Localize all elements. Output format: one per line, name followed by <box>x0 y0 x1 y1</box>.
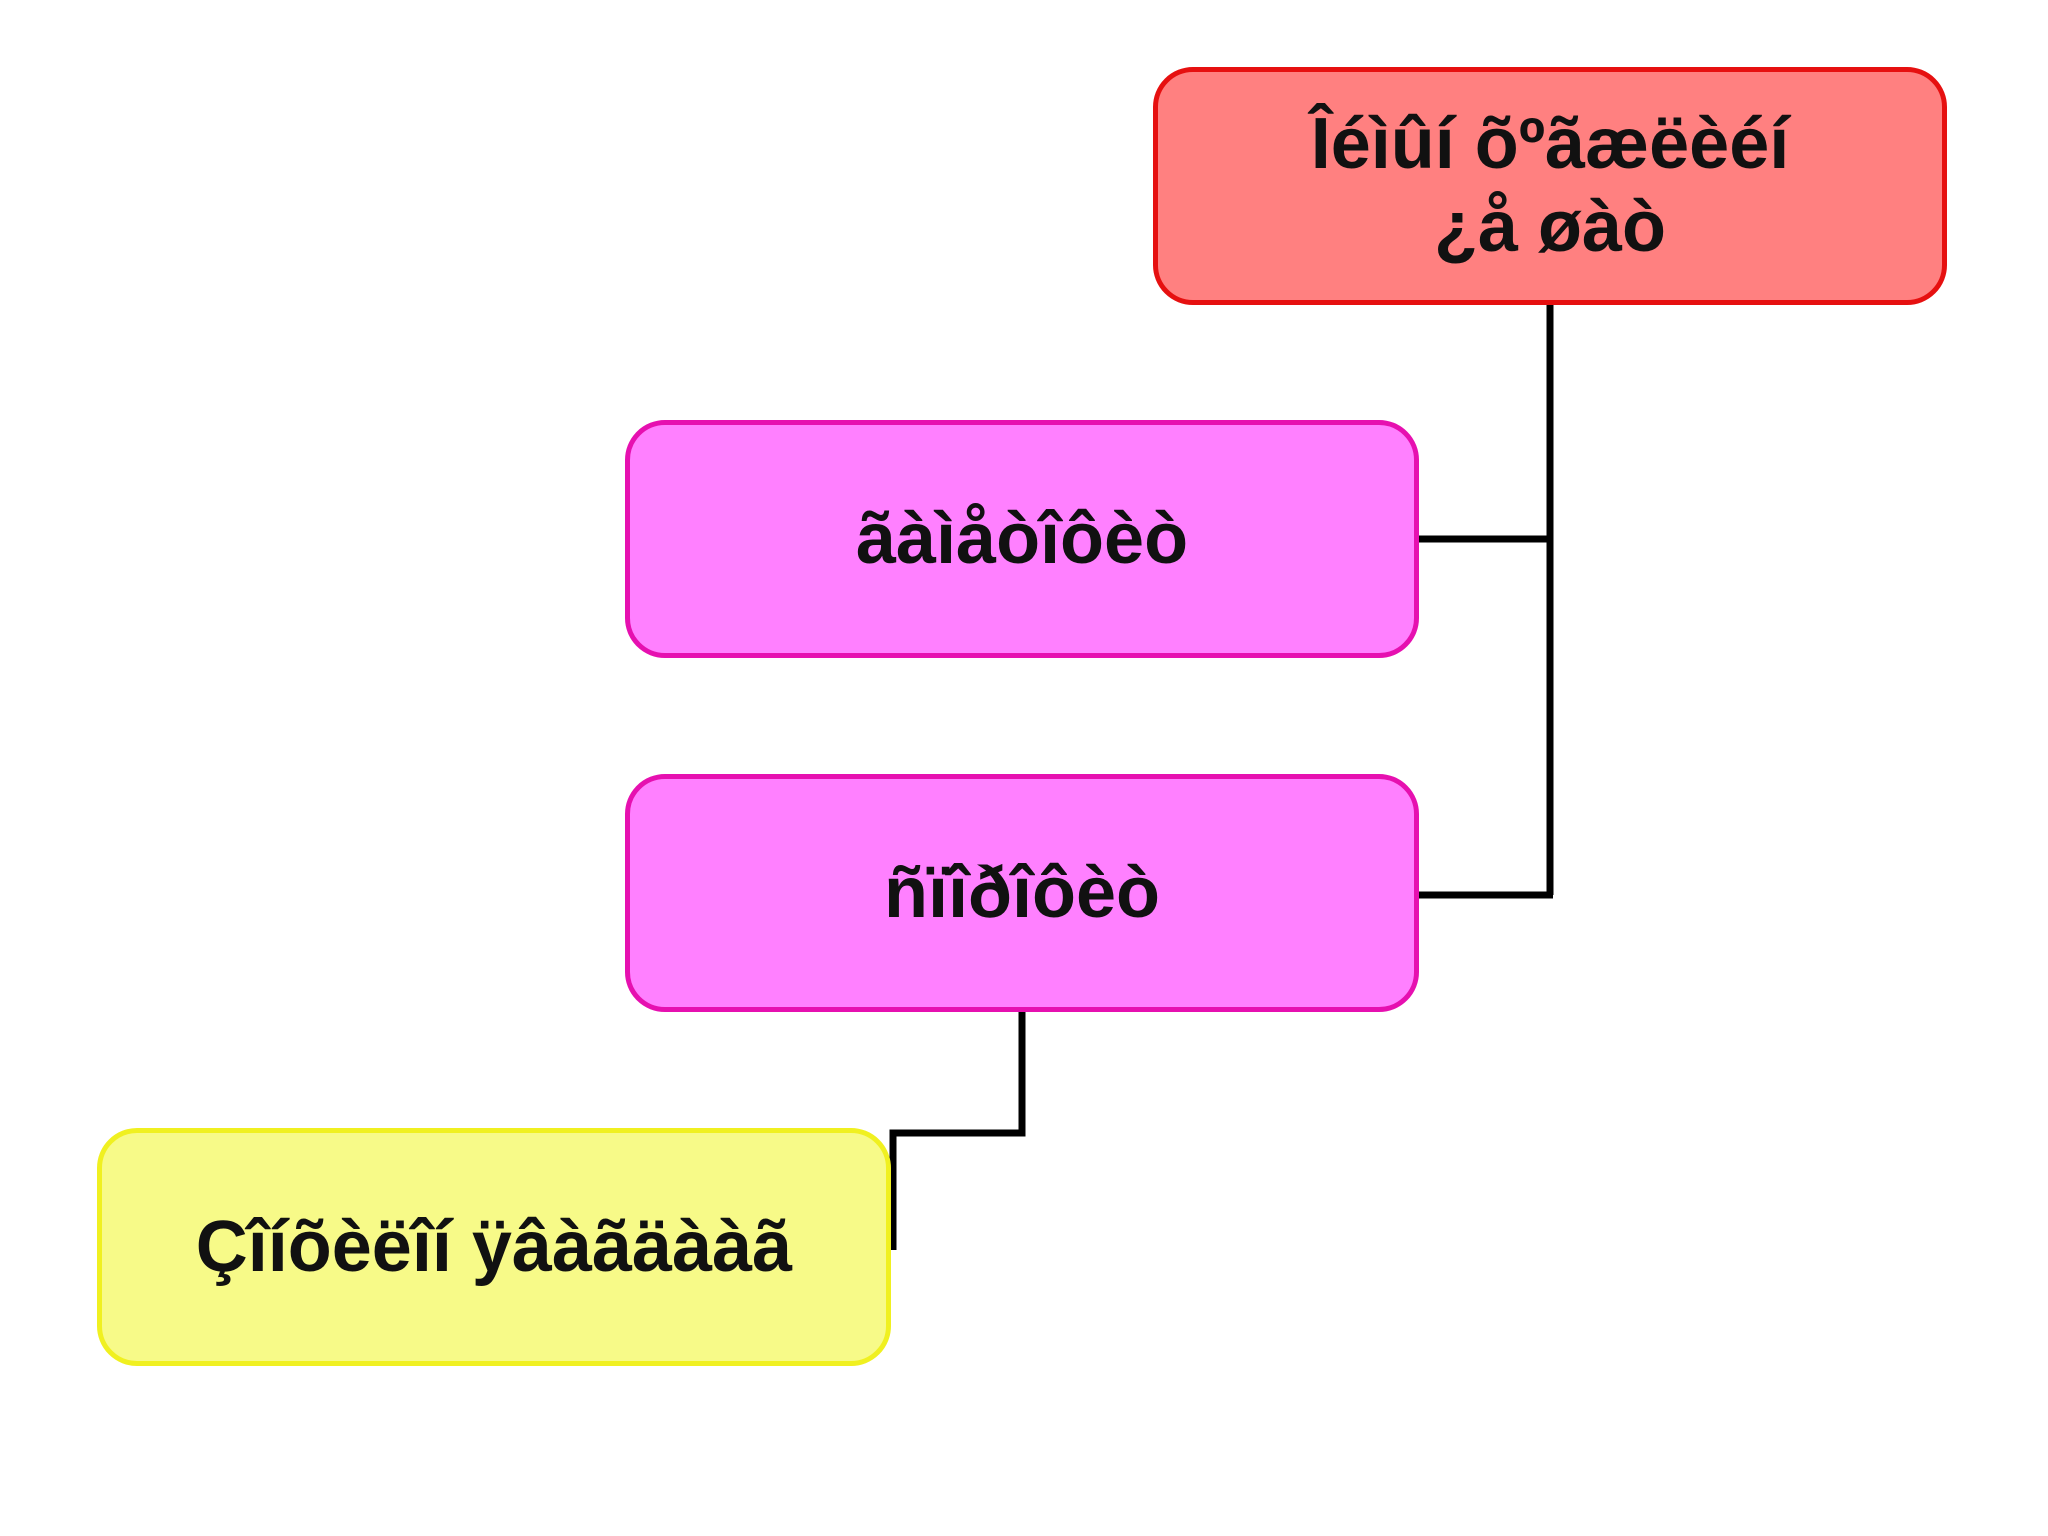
connector-b-to-c <box>889 1012 1026 1250</box>
node-root: Îéìûí õºãæëèéí ¿å øàò <box>1153 67 1947 305</box>
node-a-label: ãàìåòîôèò <box>855 498 1189 579</box>
node-b: ñïîðîôèò <box>625 774 1419 1012</box>
node-root-label: Îéìûí õºãæëèéí ¿å øàò <box>1310 104 1790 267</box>
node-b-label: ñïîðîôèò <box>884 852 1160 933</box>
node-c-label: Çîíõèëîí ÿâàãäààã <box>195 1206 793 1287</box>
node-a: ãàìåòîôèò <box>625 420 1419 658</box>
node-c: Çîíõèëîí ÿâàãäààã <box>97 1128 891 1366</box>
